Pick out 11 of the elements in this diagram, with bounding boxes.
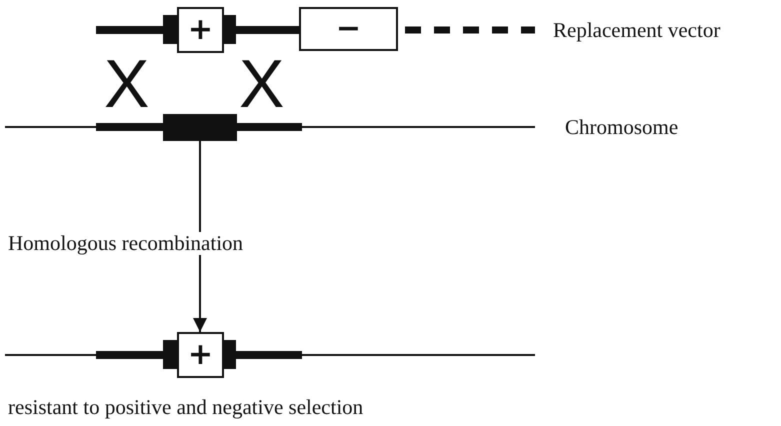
positive-selection-marker: +: [177, 7, 224, 53]
arrow: [193, 141, 207, 332]
edge-label: Homologous recombination: [6, 232, 246, 255]
negative-selection-marker: −: [299, 7, 398, 51]
target-gene-block: [163, 114, 237, 141]
vector-label: Replacement vector: [553, 20, 720, 41]
positive-selection-marker: +: [177, 332, 224, 378]
crossover-mark: X: [239, 50, 284, 118]
chromosome-label: Chromosome: [565, 117, 678, 138]
crossover-mark: X: [104, 50, 150, 118]
result-caption: resistant to positive and negative selection: [8, 397, 364, 418]
